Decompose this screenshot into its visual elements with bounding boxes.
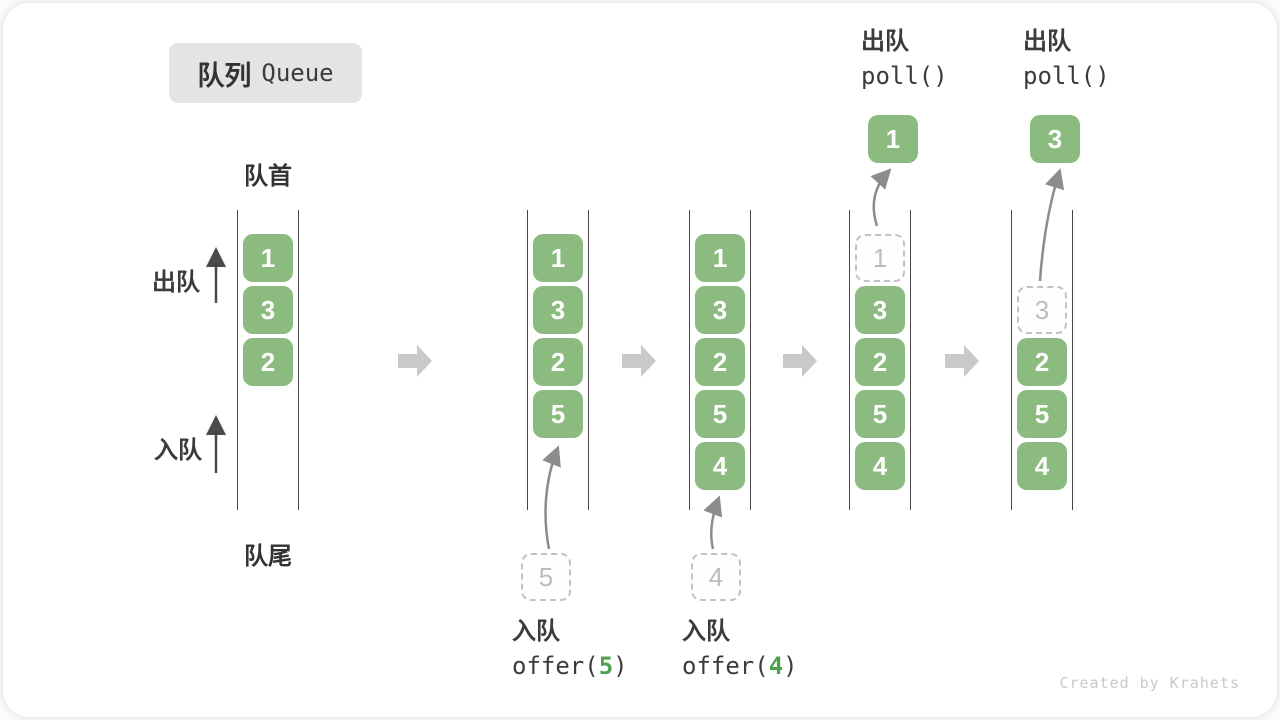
queue-element-1: 1 xyxy=(533,234,583,282)
state-transition-arrow xyxy=(783,344,818,378)
queue-element-3: 3 xyxy=(533,286,583,334)
incoming-element-4: 4 xyxy=(691,553,741,601)
queue-element-removed-3: 3 xyxy=(1017,286,1067,334)
state-transition-arrow xyxy=(398,344,433,378)
queue-element-5: 5 xyxy=(855,390,905,438)
caption-code: poll() xyxy=(1023,59,1110,94)
queue-element-3: 3 xyxy=(855,286,905,334)
caption-action-label: 入队 xyxy=(682,618,730,645)
queue-channel-state-after-offer-5 xyxy=(527,210,589,510)
queue-tail-label: 队尾 xyxy=(244,543,292,570)
queue-channel-state-after-poll-3 xyxy=(1011,210,1073,510)
queue-channel-state-after-offer-4 xyxy=(689,210,751,510)
caption-action-label: 出队 xyxy=(861,28,909,55)
state-transition-arrow xyxy=(622,344,657,378)
caption-action-label: 入队 xyxy=(512,618,560,645)
offer-caption: 入队 offer(5) xyxy=(512,614,628,684)
popped-element-3: 3 xyxy=(1030,115,1080,163)
code-text: offer( xyxy=(682,652,769,680)
queue-head-label: 队首 xyxy=(244,163,292,190)
queue-element-3: 3 xyxy=(695,286,745,334)
queue-element-4: 4 xyxy=(1017,442,1067,490)
queue-element-4: 4 xyxy=(695,442,745,490)
queue-element-2: 2 xyxy=(533,338,583,386)
queue-element-2: 2 xyxy=(243,338,293,386)
code-text: ) xyxy=(783,652,798,680)
queue-channel-state-initial xyxy=(237,210,299,510)
queue-element-1: 1 xyxy=(243,234,293,282)
poll-caption: 出队 poll() xyxy=(861,24,948,94)
code-text: ) xyxy=(613,652,628,680)
offer-caption: 入队 offer(4) xyxy=(682,614,798,684)
title-box: 队列 Queue xyxy=(169,43,362,103)
queue-element-2: 2 xyxy=(695,338,745,386)
code-argument: 4 xyxy=(768,652,784,680)
caption-code: offer(4) xyxy=(682,649,798,684)
queue-element-4: 4 xyxy=(855,442,905,490)
queue-element-5: 5 xyxy=(533,390,583,438)
code-text: offer( xyxy=(512,652,599,680)
queue-element-5: 5 xyxy=(1017,390,1067,438)
code-argument: 5 xyxy=(598,652,614,680)
code-text: poll() xyxy=(861,62,948,90)
queue-element-5: 5 xyxy=(695,390,745,438)
title-zh: 队列 xyxy=(197,60,252,91)
queue-element-2: 2 xyxy=(855,338,905,386)
incoming-element-5: 5 xyxy=(521,553,571,601)
caption-action-label: 出队 xyxy=(1023,28,1071,55)
enqueue-side-label: 入队 xyxy=(154,437,202,464)
watermark: Created by Krahets xyxy=(1059,674,1240,692)
title-en: Queue xyxy=(261,59,334,87)
queue-element-removed-1: 1 xyxy=(855,234,905,282)
caption-code: offer(5) xyxy=(512,649,628,684)
poll-caption: 出队 poll() xyxy=(1023,24,1110,94)
queue-element-3: 3 xyxy=(243,286,293,334)
state-transition-arrow xyxy=(945,344,980,378)
code-text: poll() xyxy=(1023,62,1110,90)
queue-element-1: 1 xyxy=(695,234,745,282)
queue-channel-state-after-poll-1 xyxy=(849,210,911,510)
popped-element-1: 1 xyxy=(868,115,918,163)
queue-element-2: 2 xyxy=(1017,338,1067,386)
dequeue-side-label: 出队 xyxy=(152,269,200,296)
caption-code: poll() xyxy=(861,59,948,94)
